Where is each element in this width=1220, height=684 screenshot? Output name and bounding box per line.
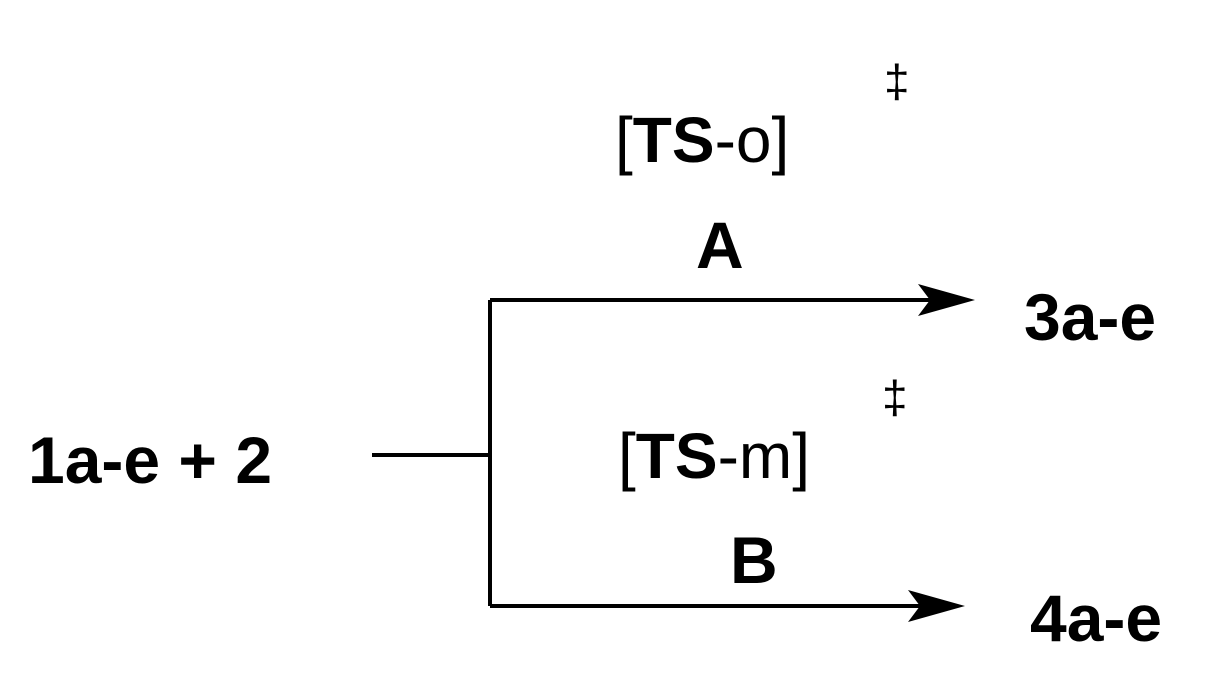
path-a-letter: A (696, 208, 744, 282)
path-a-product: 3a-e (1024, 280, 1157, 354)
ts-suffix: m (738, 420, 793, 492)
path-a-arrowhead-icon (918, 284, 975, 316)
path-a-transition-state: [TS-o] (615, 108, 789, 172)
ts-close-bracket: ] (792, 420, 810, 492)
ts-suffix: o (735, 104, 772, 176)
ts-close-bracket: ] (771, 104, 790, 176)
path-b-dagger: ‡ (882, 371, 908, 423)
ts-open-bracket: [ (618, 420, 636, 492)
ts-core: TS (635, 420, 718, 492)
ts-separator: - (717, 420, 739, 492)
ts-separator: - (714, 104, 736, 176)
reactants-label: 1a-e + 2 (28, 423, 273, 497)
path-b-letter: B (730, 523, 778, 597)
path-b-transition-state: [TS-m] (618, 424, 810, 488)
ts-core: TS (632, 104, 715, 176)
path-a-dagger: ‡ (884, 55, 910, 107)
path-b-product: 4a-e (1030, 581, 1163, 655)
ts-open-bracket: [ (615, 104, 633, 176)
path-b-arrowhead-icon (908, 590, 965, 622)
